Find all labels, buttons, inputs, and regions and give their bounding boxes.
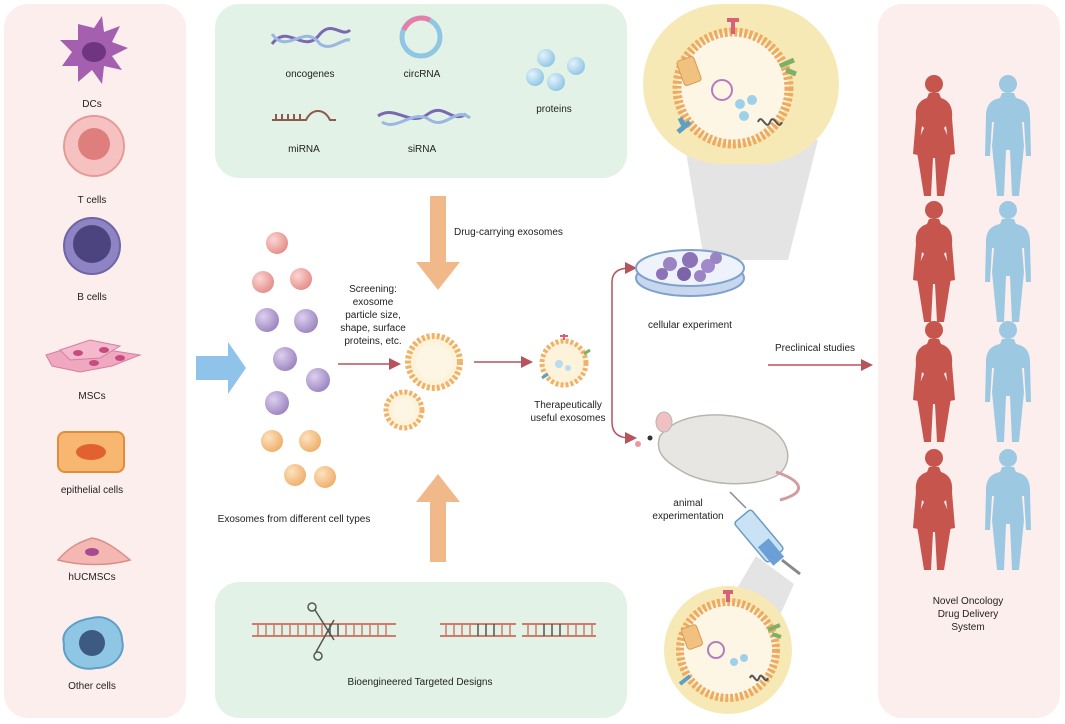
screening-line: Screening: bbox=[349, 284, 397, 295]
label-novel-system: Novel Oncology Drug Delivery System bbox=[916, 595, 1020, 634]
split-arrow-lower bbox=[611, 394, 637, 444]
dna-ladder-edited-icon bbox=[440, 623, 596, 637]
other-cell-icon bbox=[62, 616, 124, 670]
dc-cell-icon bbox=[60, 16, 128, 84]
selected-exosome-large bbox=[405, 333, 463, 391]
t-cell-icon bbox=[63, 115, 125, 177]
label-sirna: siRNA bbox=[407, 144, 437, 155]
split-arrow-upper bbox=[611, 262, 637, 394]
label-mscs: MSCs bbox=[78, 391, 106, 402]
label-hucmscs: hUCMSCs bbox=[68, 572, 116, 583]
animal-line: animal bbox=[673, 498, 703, 509]
proteins-icon bbox=[526, 49, 585, 91]
screening-line: proteins, etc. bbox=[344, 336, 402, 347]
label-b-cells: B cells bbox=[77, 292, 107, 303]
clinical-panel bbox=[878, 4, 1060, 718]
label-preclinical: Preclinical studies bbox=[774, 343, 856, 354]
oncogenes-dna-icon bbox=[270, 27, 352, 48]
label-oncogenes: oncogenes bbox=[285, 69, 335, 80]
label-other-cells: Other cells bbox=[68, 681, 116, 692]
mirna-icon bbox=[272, 110, 336, 121]
top-orange-arrow bbox=[416, 196, 460, 290]
label-dcs: DCs bbox=[82, 99, 102, 110]
bottom-orange-arrow bbox=[416, 474, 460, 562]
label-t-cells: T cells bbox=[77, 195, 107, 206]
mouse-icon bbox=[635, 411, 801, 502]
therapeutic-exosome-icon bbox=[539, 334, 591, 388]
syringe-icon bbox=[729, 491, 801, 576]
exosome-detail-top bbox=[643, 4, 839, 260]
msc-cells-icon bbox=[45, 339, 142, 373]
bioengineered-panel bbox=[215, 582, 627, 718]
label-circrna: circRNA bbox=[403, 69, 441, 80]
label-therapeutic: Therapeutically useful exosomes bbox=[520, 399, 616, 425]
b-cell-icon bbox=[63, 217, 121, 275]
exosome-spheres bbox=[252, 232, 336, 488]
circrna-icon bbox=[399, 15, 443, 59]
animal-line: experimentation bbox=[652, 511, 724, 522]
novel-line: Drug Delivery bbox=[937, 609, 999, 620]
selected-exosome-small bbox=[383, 389, 425, 431]
sirna-icon bbox=[377, 108, 471, 126]
hucmsc-cell-icon bbox=[56, 537, 132, 566]
label-animal-experimentation: animal experimentation bbox=[640, 497, 736, 523]
label-drug-carrying: Drug-carrying exosomes bbox=[454, 227, 563, 238]
dna-ladder-cut-icon bbox=[252, 602, 396, 661]
label-epithelial: epithelial cells bbox=[60, 485, 124, 496]
cargo-panel bbox=[215, 4, 627, 178]
blue-arrow bbox=[196, 342, 246, 394]
therapeutic-line: useful exosomes bbox=[530, 413, 606, 424]
screening-line: shape, surface bbox=[340, 323, 406, 334]
novel-line: System bbox=[951, 622, 985, 633]
label-cellular-experiment: cellular experiment bbox=[648, 320, 732, 331]
label-bioengineered: Bioengineered Targeted Designs bbox=[347, 677, 493, 688]
exosome-detail-bottom bbox=[664, 556, 794, 714]
screening-line: particle size, bbox=[345, 310, 401, 321]
label-screening: Screening: exosome particle size, shape,… bbox=[334, 283, 412, 348]
therapeutic-line: Therapeutically bbox=[534, 400, 602, 411]
novel-line: Novel Oncology bbox=[932, 596, 1004, 607]
cell-types-panel bbox=[4, 4, 186, 718]
petri-dish-icon bbox=[635, 249, 745, 297]
label-mirna: miRNA bbox=[288, 144, 320, 155]
label-proteins: proteins bbox=[536, 104, 572, 115]
label-exosomes-from-cells: Exosomes from different cell types bbox=[217, 514, 371, 525]
epithelial-cell-icon bbox=[57, 431, 125, 473]
screening-line: exosome bbox=[352, 297, 394, 308]
